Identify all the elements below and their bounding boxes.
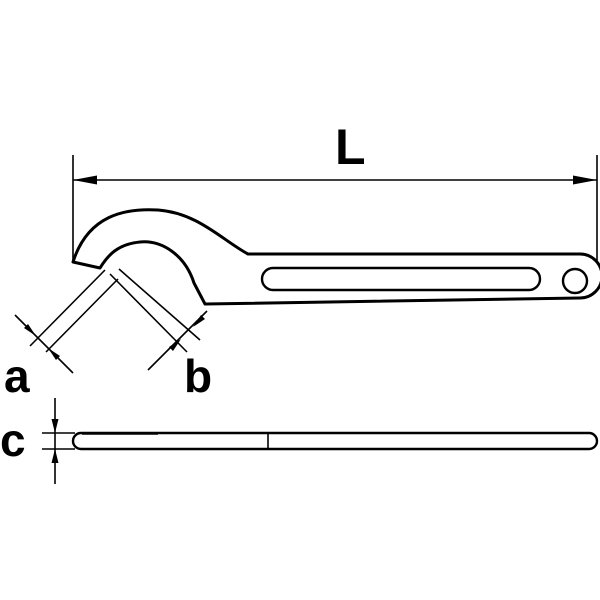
wrench-body [71,208,600,306]
nose-line-outer-right [118,268,201,341]
dimension-c: c [0,398,75,484]
dimension-c-arrow-top [51,419,59,433]
handle-slot [260,266,542,292]
length-arrow-right [573,175,597,185]
dimension-b-label: b [184,350,212,402]
dimension-a-arrow-bottom [48,348,60,360]
nose-line-inner-right [109,273,188,353]
dimension-b-arrow-right [193,315,205,327]
edge-view-outline [71,431,599,451]
dimension-c-label: c [0,414,26,466]
length-label: L [335,119,366,175]
nose-line-inner-left [45,278,119,353]
nose-line-outer-left [29,269,106,347]
dimension-a-line [14,314,74,374]
dimension-b-arrow-left [169,339,181,351]
hook-nose-dimensions: a b [4,268,212,402]
dimension-a-label: a [4,350,30,402]
hang-hole [561,267,589,295]
edge-view [71,431,599,451]
length-dimension: L [72,119,598,262]
length-arrow-left [73,175,97,185]
dimension-a-arrow-top [24,324,36,336]
dimension-c-arrow-bottom [51,449,59,463]
wrench-outline [71,208,600,306]
